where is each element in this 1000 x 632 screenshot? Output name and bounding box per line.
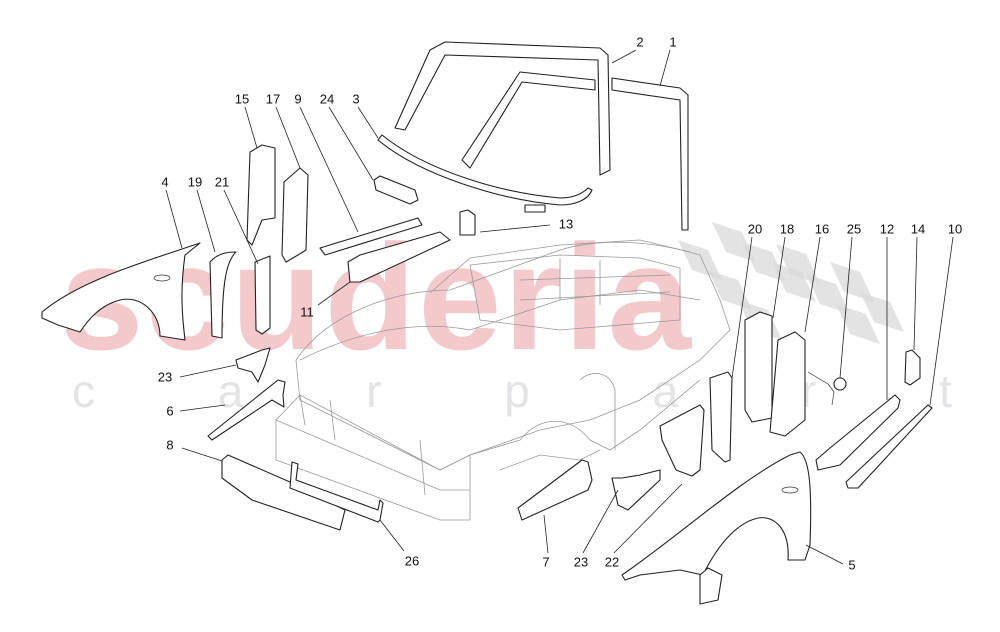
callout-8[interactable]: 8: [166, 437, 174, 453]
callout-23-left[interactable]: 23: [157, 369, 173, 385]
checkered-flag-watermark: [678, 222, 904, 344]
part-26-front-lower-reinforcement[interactable]: [289, 461, 384, 523]
part-1-windshield-frame-outer[interactable]: [394, 41, 689, 231]
part-13-bracket[interactable]: [459, 209, 476, 236]
part-20-fender-closure-right[interactable]: [709, 371, 733, 463]
callout-13[interactable]: 13: [558, 216, 574, 232]
callout-20[interactable]: 20: [747, 221, 763, 237]
callout-5[interactable]: 5: [848, 557, 856, 573]
callout-23-right[interactable]: 23: [573, 554, 589, 570]
part-5-front-fender-right[interactable]: [621, 451, 812, 605]
part-25-plug[interactable]: [833, 377, 847, 391]
part-9-sill-left[interactable]: [319, 217, 423, 256]
callout-12[interactable]: 12: [879, 221, 895, 237]
part-23-support-bracket-right[interactable]: [611, 469, 661, 511]
callout-2[interactable]: 2: [636, 34, 644, 50]
part-17-a-pillar-reinforcement-left[interactable]: [281, 167, 309, 263]
callout-10[interactable]: 10: [947, 221, 963, 237]
callout-22[interactable]: 22: [604, 554, 620, 570]
callout-9[interactable]: 9: [294, 91, 302, 107]
part-18-a-pillar-reinforcement-right[interactable]: [744, 311, 773, 423]
callout-1[interactable]: 1: [669, 34, 677, 50]
part-10-sill-right[interactable]: [845, 404, 933, 489]
part-14-bracket[interactable]: [904, 349, 921, 386]
car-body-outline: [275, 239, 731, 521]
callout-24[interactable]: 24: [319, 91, 335, 107]
part-24-cowl-reinforcement[interactable]: [373, 175, 419, 205]
callout-3[interactable]: 3: [352, 91, 360, 107]
part-21-wheelhouse-extension-left[interactable]: [254, 255, 271, 335]
part-8-front-lower-crossmember[interactable]: [221, 454, 346, 531]
callout-6[interactable]: 6: [166, 403, 174, 419]
callout-4[interactable]: 4: [161, 174, 169, 190]
part-3-windshield-crossmember[interactable]: [377, 134, 593, 213]
part-23-support-bracket-left[interactable]: [235, 347, 271, 383]
callout-17[interactable]: 17: [265, 91, 281, 107]
part-15-a-pillar-left[interactable]: [246, 144, 276, 246]
callout-16[interactable]: 16: [814, 221, 830, 237]
callout-7[interactable]: 7: [542, 554, 550, 570]
callout-19[interactable]: 19: [187, 174, 203, 190]
part-2-windshield-frame-inner[interactable]: [461, 71, 596, 169]
leader-lines: [165, 49, 954, 565]
callout-14[interactable]: 14: [910, 221, 926, 237]
part-7-wheelhouse-member-right[interactable]: [517, 459, 593, 521]
part-12-inner-sill-right[interactable]: [815, 394, 901, 471]
callout-11[interactable]: 11: [300, 304, 314, 320]
callout-21[interactable]: 21: [214, 174, 230, 190]
part-19-fender-closure-left[interactable]: [209, 251, 237, 339]
callout-26[interactable]: 26: [404, 553, 420, 569]
callout-15[interactable]: 15: [234, 91, 250, 107]
part-22-wheelhouse-extension-right[interactable]: [659, 404, 705, 477]
part-4-front-fender-left[interactable]: [41, 242, 201, 341]
callout-18[interactable]: 18: [779, 221, 795, 237]
part-16-a-pillar-right[interactable]: [769, 331, 806, 437]
callout-25[interactable]: 25: [846, 221, 862, 237]
part-6-wheelhouse-member-left[interactable]: [207, 379, 286, 441]
